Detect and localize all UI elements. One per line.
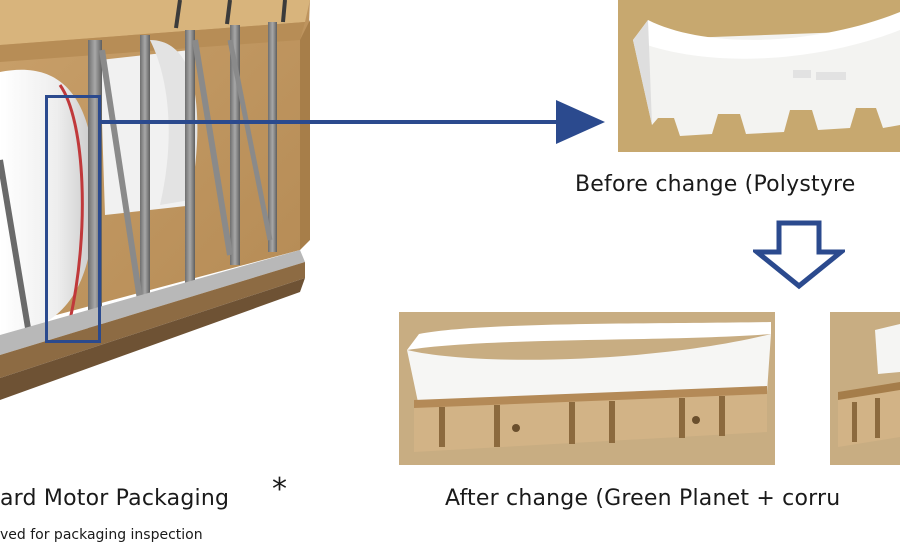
footnote-asterisk: * — [272, 472, 287, 507]
before-polystyrene-photo — [618, 0, 900, 152]
motor-packaging-caption: ard Motor Packaging — [0, 486, 230, 511]
before-change-caption: Before change (Polystyre — [575, 172, 856, 197]
after-green-planet-photo — [399, 312, 775, 465]
arrow-down-icon — [753, 220, 845, 290]
inspection-note: ved for packaging inspection — [0, 527, 203, 543]
after-cardboard-detail-photo — [830, 312, 900, 465]
highlight-box — [45, 95, 101, 343]
after-change-caption: After change (Green Planet + corru — [445, 486, 841, 511]
arrow-right-icon — [100, 100, 605, 144]
